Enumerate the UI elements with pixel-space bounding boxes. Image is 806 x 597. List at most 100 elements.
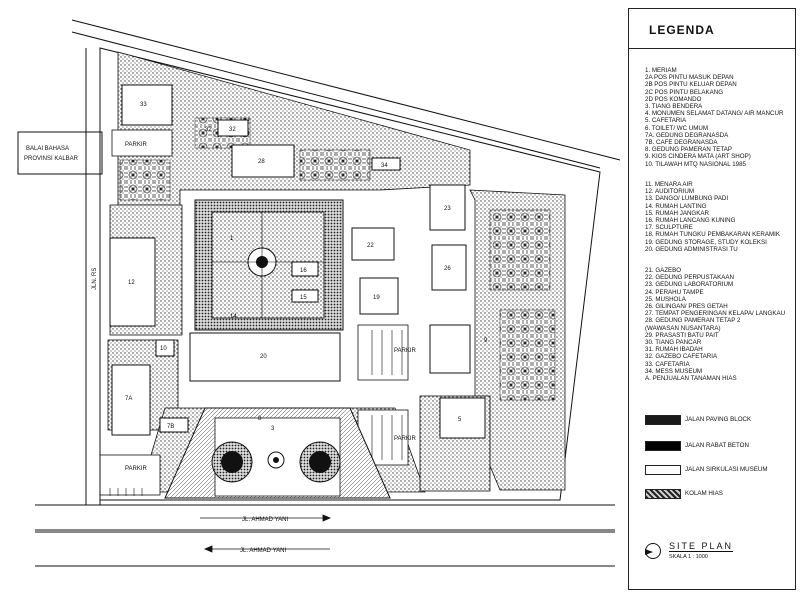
legend-item: 24. PERAHU TAMPE (645, 288, 704, 296)
legend-item: 23. GEDUNG LABORATORIUM (645, 281, 734, 289)
legend-item: 34. MESS MUSEUM (645, 367, 703, 375)
legend-item: 8. GEDUNG PAMERAN TETAP (645, 146, 732, 154)
building-5 (439, 397, 486, 439)
legend-item: 13. DANGO/ LUMBUNG PADI (645, 195, 729, 203)
building-number: 14 (230, 314, 237, 320)
site-plan-caption: SITE PLAN SKALA 1 : 1000 (645, 541, 785, 565)
main-road-label-2: JL. AHMAD YANI (240, 548, 286, 554)
parkir-label: PARKIR (125, 466, 148, 472)
legend-item: (WAWASAN NUSANTARA) (645, 324, 721, 332)
legend-item: 32. GAZEBO CAFETARIA (645, 353, 718, 361)
road-arrows (200, 514, 332, 553)
legend-item: 33. CAFETARIA (645, 360, 690, 368)
buildings (109, 84, 486, 439)
building-number: 8 (258, 416, 262, 422)
legend-item: 1. MERIAM (645, 67, 677, 74)
legend-item: 16. RUMAH LANCANG KUNING (645, 217, 736, 225)
scale-label: SKALA 1 : 1000 (669, 554, 708, 560)
legend-item: 11. MENARA AIR (645, 181, 693, 188)
legend-item: 20. GEDUNG ADMINISTRASI TU (645, 245, 738, 253)
legend-item: 3. TIANG BENDERA (645, 103, 703, 111)
legend-title: LEGENDA (629, 9, 795, 49)
balai-bahasa-box (17, 131, 103, 175)
legend-item: 28. GEDUNG PAMERAN TETAP 2 (645, 317, 741, 325)
legend-item: 6. TOILET/ WC UMUM (645, 124, 709, 132)
building-12 (109, 237, 156, 327)
building-32 (217, 119, 249, 137)
rabat-beton-swatch (645, 441, 681, 451)
building-number: 12 (128, 280, 135, 286)
building-number: 32 (205, 127, 212, 133)
legend-item: 7A. GEDUNG DEGRANASDA (645, 131, 729, 139)
building-23 (429, 184, 466, 231)
north-arrow-icon (645, 543, 661, 559)
parking-stalls (109, 330, 403, 496)
parkir-label: PARKIR (394, 348, 417, 354)
building-26 (431, 244, 467, 291)
legend-item: 17. SCULPTURE (645, 224, 693, 232)
legend-item: 14. RUMAH LANTING (645, 202, 707, 210)
building-number: 1 (230, 236, 234, 242)
building-number: 7A (125, 396, 132, 402)
parkir-label: PARKIR (394, 436, 417, 442)
key-label: JALAN SIRKULASI MUSEUM (685, 466, 768, 473)
building-number: 33 (140, 102, 147, 108)
building-number: 16 (300, 268, 307, 274)
legend-item: 26. GILINGAN/ PRES GETAH (645, 303, 728, 311)
legend-item: 4. MONUMEN SELAMAT DATANG/ AIR MANCUR (645, 110, 784, 118)
legend-item: 5. CAFETARIA (645, 117, 687, 125)
building-10 (155, 339, 175, 357)
fountain-plaza (164, 407, 391, 499)
legend-item: 31. RUMAH IBADAH (645, 346, 703, 354)
building-28 (231, 144, 295, 178)
building-15 (291, 289, 319, 303)
legend-item: 2D POS KOMANDO (645, 95, 702, 103)
parkir-label: PARKIR (125, 142, 148, 148)
building-number: 19 (373, 295, 380, 301)
legend-item: 21. GAZEBO (645, 267, 682, 274)
main-road (35, 504, 615, 567)
balai-bahasa-label: BALAI BAHASA (26, 146, 69, 152)
key-label: JALAN PAVING BLOCK (685, 416, 752, 423)
kolam-hias-swatch (645, 489, 681, 499)
sirkulasi-swatch (645, 465, 681, 475)
legend-item: 2A POS PINTU MASUK DEPAN (645, 74, 734, 82)
legend-item: 30. TIANG PANCAR (645, 339, 702, 347)
building-number: 20 (260, 354, 267, 360)
legend-item: 18. RUMAH TUNGKU PEMBAKARAN KERAMIK (645, 231, 781, 239)
legend-item: 2B POS PINTU KELUAR DEPAN (645, 81, 737, 89)
building-33 (121, 84, 173, 126)
central-courtyard (194, 199, 344, 331)
legend-item: 25. MUSHOLA (645, 295, 686, 303)
building-number: 26 (444, 266, 451, 272)
building-number: 5 (458, 417, 462, 423)
legend-item: 7B. CAFE DEGRANASDA (645, 139, 718, 147)
key-label: JALAN RABAT BETON (685, 442, 749, 449)
side-road (85, 48, 101, 505)
legend-group-3: 21. GAZEBO 22. GEDUNG PERPUSTAKAAN 23. G… (645, 267, 785, 382)
legend-item: 10. TILAWAH MTQ NASIONAL 1985 (645, 160, 746, 168)
legend-item: 9. KIOS CINDERA MATA (ART SHOP) (645, 153, 751, 161)
building-7A (111, 364, 151, 436)
legend-item: 22. GEDUNG PERPUSTAKAAN (645, 274, 734, 282)
main-road-label-1: JL. AHMAD YANI (242, 517, 288, 523)
legend-group-1: 1. MERIAM 2A POS PINTU MASUK DEPAN 2B PO… (645, 67, 783, 168)
building-number: 3 (271, 426, 275, 432)
balai-bahasa-sub-label: PROVINSI KALBAR (24, 156, 79, 162)
site-plan-title: SITE PLAN (669, 541, 734, 552)
tree-clusters (119, 117, 556, 401)
legend-item: 19. GEDUNG STORAGE, STUDY KOLEKSI (645, 238, 767, 246)
map-labels: BALAI BAHASA PROVINSI KALBAR JLN. RS JL.… (24, 102, 488, 554)
site-plan-map: BALAI BAHASA PROVINSI KALBAR JLN. RS JL.… (17, 19, 621, 567)
legend-item: 2C POS PINTU BELAKANG (645, 88, 724, 96)
north-boundary-road (71, 19, 621, 169)
building-number: 32 (229, 127, 236, 133)
legend-item: 12. AUDITORIUM (645, 188, 695, 196)
building-number: 23 (444, 206, 451, 212)
building-19 (359, 277, 399, 315)
building-number: 10 (160, 346, 167, 352)
legend-item: 29. PRASASTI BATU PAIT (645, 331, 719, 339)
legend-item: 27. TEMPAT PENGERINGAN KELAPA/ LANGKAU (645, 310, 786, 318)
building-number: 7B (167, 424, 174, 430)
legend-item: 15. RUMAH JANGKAR (645, 209, 709, 217)
